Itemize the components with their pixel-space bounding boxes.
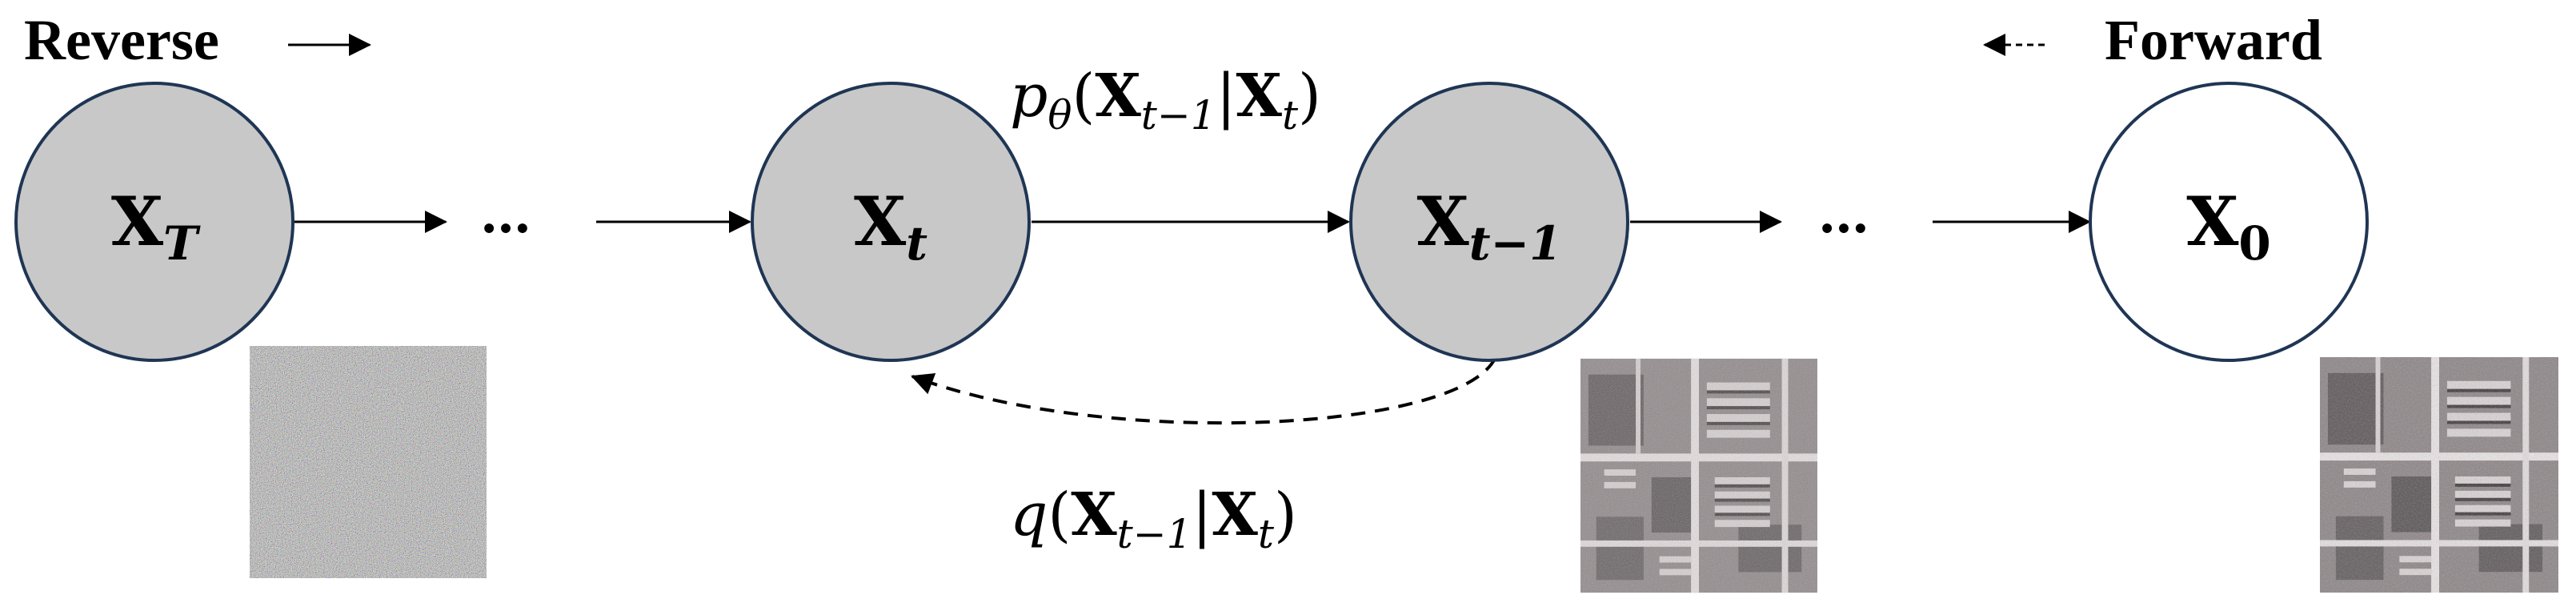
node-x-t: Xt (751, 82, 1031, 362)
q-func: q (1010, 480, 1048, 549)
p-close-paren: ) (1298, 62, 1321, 131)
ellipsis-left: … (480, 185, 531, 245)
noisy-remote-sensing-image (1580, 358, 1817, 593)
q-dashed-arrow (911, 358, 1496, 425)
svg-text:XT: XT (111, 182, 201, 271)
q-bar: | (1192, 480, 1212, 549)
q-s2: t (1258, 511, 1275, 557)
pure-noise-image (250, 346, 487, 578)
node-x-t-minus-1: Xt−1 (1349, 82, 1629, 362)
p-s2: t (1282, 92, 1299, 139)
ellipsis-right: … (1818, 185, 1869, 245)
node-x-t-minus-1-main: X (1417, 182, 1470, 261)
q-open-paren: ( (1048, 480, 1071, 549)
q-s1: t−1 (1117, 511, 1192, 557)
node-x-T-main: X (111, 182, 164, 261)
p-func: p (1010, 62, 1048, 131)
p-bar: | (1216, 62, 1236, 131)
q-close-paren: ) (1274, 480, 1297, 549)
node-x-0-circle (2089, 82, 2369, 362)
p-theta-label: pθ(Xt−1|Xt) (1010, 62, 1321, 139)
q-x1: X (1071, 480, 1117, 549)
node-x-0-main: X (2186, 182, 2239, 261)
node-x-0-sub: 0 (2238, 216, 2270, 271)
svg-text:Xt: Xt (854, 182, 927, 271)
node-x-T-circle (14, 82, 294, 362)
node-x-T: XT (14, 82, 294, 362)
node-x-t-main: X (854, 182, 907, 261)
forward-label: Forward (2105, 8, 2322, 72)
node-x-t-minus-1-circle (1349, 82, 1629, 362)
q-label: q(Xt−1|Xt) (1010, 480, 1297, 557)
reverse-label: Reverse (24, 8, 219, 72)
p-s1: t−1 (1141, 92, 1216, 139)
p-open-paren: ( (1072, 62, 1095, 131)
p-param: θ (1048, 92, 1072, 139)
node-x-t-circle (751, 82, 1031, 362)
q-x2: X (1212, 480, 1258, 549)
svg-text:X0: X0 (2186, 182, 2271, 271)
svg-text:Xt−1: Xt−1 (1417, 182, 1562, 271)
node-x-t-minus-1-sub: t−1 (1469, 216, 1562, 271)
node-x-T-sub: T (163, 216, 201, 271)
p-x1: X (1095, 62, 1141, 131)
node-x-0: X0 (2089, 82, 2369, 362)
clean-remote-sensing-image (2320, 357, 2558, 593)
node-x-t-sub: t (906, 216, 927, 271)
p-x2: X (1236, 62, 1283, 131)
